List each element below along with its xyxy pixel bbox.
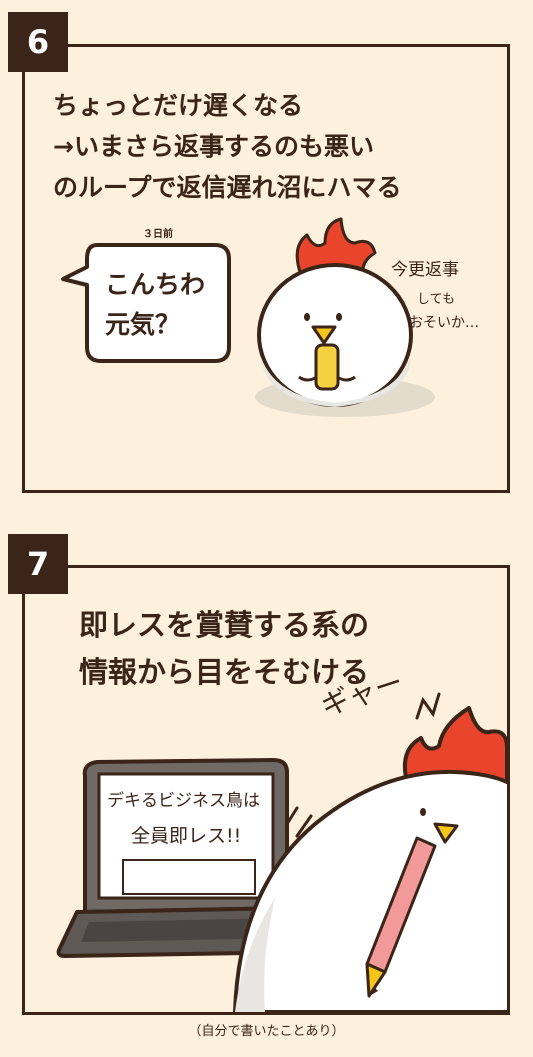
caption: （自分で書いたことあり） [188,1024,345,1039]
sound-effect: ギャー [317,665,407,722]
phone [314,343,340,391]
panel-6-number-badge: 6 [8,12,68,72]
thought-line-2: しても [417,292,455,307]
panel-7-heading-line-2: 情報から目をそむける [79,655,370,689]
chicken-beak [433,822,459,844]
bubble-timestamp: ３日前 [143,227,173,240]
panel-6-heading-line-3: のループで返信遅れ沼にハマる [53,173,402,202]
speech-bubble [61,243,231,363]
bubble-line-1: こんちわ [105,270,205,299]
panel-6: ちょっとだけ遅くなる →いまさら返事するのも悪い のループで返信遅れ沼にハマる … [22,44,510,493]
pencil-icon [365,836,437,998]
panel-7-heading: 即レスを賞賛する系の 情報から目をそむける [79,602,369,696]
panel-6-illustration: ３日前 こんちわ 元気？ 今更返事 しても おそいか… [61,217,479,417]
panel-7-illustration: デキるビジネス鳥は 全員即レス!! ギャー [56,665,507,1012]
bubble-line-2: 元気？ [105,310,180,339]
thought-line-3: おそいか… [409,315,479,331]
panel-6-heading: ちょっとだけ遅くなる →いまさら返事するのも悪い のループで返信遅れ沼にハマる [53,85,402,208]
panel-7-heading-line-1: 即レスを賞賛する系の [79,608,370,642]
chicken-beak [311,325,337,345]
thought-line-1: 今更返事 [391,260,459,280]
chicken-comb [295,217,377,277]
laptop-screen-line-1: デキるビジネス鳥は [107,790,260,811]
panel-7: 即レスを賞賛する系の 情報から目をそむける デキるビジネス鳥は 全員即レス!! … [22,565,510,1015]
panel-7-number-badge: 7 [8,534,68,594]
panel-6-heading-line-1: ちょっとだけ遅くなる [53,91,304,120]
panel-6-heading-line-2: →いまさら返事するのも悪い [53,132,374,161]
laptop-screen-line-2: 全員即レス!! [131,825,241,847]
